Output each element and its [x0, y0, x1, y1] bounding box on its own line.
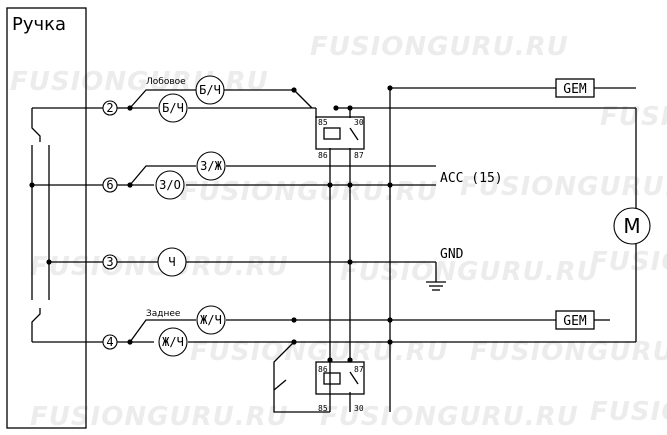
wire-color-rear-top: Ж/Ч [196, 305, 226, 335]
wiper-motor: M [613, 207, 651, 245]
switch-block-title: Ручка [12, 14, 66, 35]
relay-rear-pin-30: 30 [354, 404, 364, 413]
pin-3: 3 [102, 254, 118, 270]
svg-text:Б/Ч: Б/Ч [162, 101, 184, 115]
switch-block-outline [6, 7, 87, 429]
pin-6: 6 [102, 177, 118, 193]
relay-rear-pin-86: 86 [318, 365, 328, 374]
pin-4: 4 [102, 334, 118, 350]
switch-block: Ручка [6, 7, 104, 429]
relay-rear: 86 87 85 30 [315, 361, 365, 413]
relay-front-housing [315, 116, 365, 150]
svg-text:FUSIONGURU.RU: FUSIONGURU.RU [310, 32, 569, 62]
junction-dots [127, 85, 393, 363]
relay-front: 85 30 86 87 [315, 116, 365, 160]
watermarks: FUSIONGURU.RU FUSIONGURU.RU FUSIONGURU.R… [10, 32, 667, 432]
wire-color-pin6-top: З/Ж [196, 151, 226, 181]
front-washer-label: Лобовое [146, 77, 186, 87]
pin-2-label: 2 [106, 101, 113, 115]
relay-rear-pin-85: 85 [318, 404, 328, 413]
switch-contact-bottom [31, 308, 41, 342]
pin-4-label: 4 [106, 335, 113, 349]
wire-color-front-top: Б/Ч [195, 75, 225, 105]
pin-6-label: 6 [106, 178, 113, 192]
svg-text:GEM: GEM [563, 314, 587, 329]
wire-color-pin6-bottom: З/О [155, 170, 185, 200]
relay-front-pin-87: 87 [354, 151, 364, 160]
gem-terminal-top: GEM [555, 78, 595, 98]
acc-terminal-label: ACC (15) [440, 171, 503, 186]
pin-3-label: 3 [106, 255, 113, 269]
svg-text:Ж/Ч: Ж/Ч [162, 335, 184, 349]
relay-rear-housing [315, 361, 365, 395]
svg-text:Ж/Ч: Ж/Ч [200, 313, 222, 327]
svg-text:Б/Ч: Б/Ч [199, 83, 221, 97]
svg-text:FUSIONGURU.RU: FUSIONGURU.RU [590, 397, 667, 427]
relay-front-pin-85: 85 [318, 118, 328, 127]
svg-text:FUSIONGURU.RU: FUSIONGURU.RU [30, 402, 289, 432]
svg-text:FUSIONGURU.RU: FUSIONGURU.RU [460, 172, 667, 202]
svg-text:FUSIONGURU.RU: FUSIONGURU.RU [320, 402, 579, 432]
svg-text:З/Ж: З/Ж [200, 159, 222, 173]
relay-rear-coil [323, 372, 341, 385]
svg-text:FUSIONGURU.RU: FUSIONGURU.RU [590, 247, 667, 277]
svg-text:GEM: GEM [563, 82, 587, 97]
svg-text:З/О: З/О [159, 178, 181, 192]
relay-rear-pin-87: 87 [354, 365, 364, 374]
svg-text:FUSIONGURU.RU: FUSIONGURU.RU [600, 102, 667, 132]
gnd-terminal-label: GND [440, 247, 464, 262]
wire-color-rear-bottom: Ж/Ч [158, 327, 188, 357]
motor-label: M [623, 214, 640, 238]
wire-color-pin3: Ч [157, 247, 187, 277]
pin-2: 2 [102, 100, 118, 116]
relay-front-pin-30: 30 [354, 118, 364, 127]
gem-terminal-bottom: GEM [555, 310, 595, 330]
svg-text:FUSIONGURU.RU: FUSIONGURU.RU [180, 177, 439, 207]
rear-washer-label: Заднее [146, 309, 181, 319]
svg-text:Ч: Ч [168, 255, 175, 269]
relay-front-coil [323, 127, 341, 140]
relay-front-pin-86: 86 [318, 151, 328, 160]
wire-color-front-bottom: Б/Ч [158, 93, 188, 123]
switch-contact-top [31, 108, 41, 142]
svg-text:FUSIONGURU.RU: FUSIONGURU.RU [10, 67, 269, 97]
